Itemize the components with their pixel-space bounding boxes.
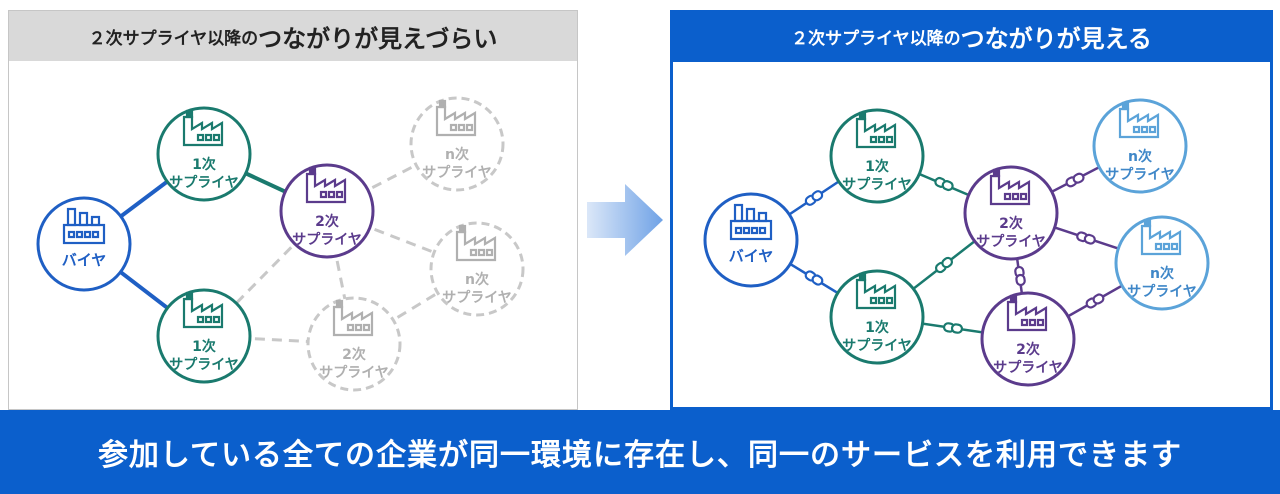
link-icon <box>942 321 964 335</box>
factory-icon <box>989 168 1031 206</box>
sna-role: サプライヤ <box>422 165 492 181</box>
factory-icon <box>62 207 106 245</box>
node-supplier-tier1-a: 1次 サプライヤ <box>156 106 252 202</box>
left-header-prefix: ２次サプライヤ以降の <box>88 28 259 49</box>
link-icon <box>933 175 955 193</box>
s2b-role: サプライヤ <box>319 365 389 381</box>
link-icon <box>1075 230 1097 246</box>
node-buyer: バイヤ <box>703 192 799 288</box>
link-s2a-s1b <box>202 209 329 338</box>
s1b-tier: 1次 <box>192 338 216 355</box>
node-supplier-tiern-b: n次 サプライヤ <box>429 221 525 317</box>
node-supplier-tier2-a: 2次 サプライヤ <box>279 163 375 259</box>
left-panel-header: ２次サプライヤ以降の つながりが見えづらい <box>9 11 577 61</box>
right-network-diagram: バイヤ 1次 サプライヤ 1次 サプライヤ <box>703 98 1210 387</box>
node-supplier-tier1-b: 1次 サプライヤ <box>829 269 925 365</box>
node-supplier-tiern-b: n次 サプライヤ <box>1114 215 1210 311</box>
s2b-tier: 2次 <box>342 346 366 363</box>
link-icon <box>803 268 825 288</box>
s1b-tier: 1次 <box>865 319 889 336</box>
footer-banner: 参加している全ての企業が同一環境に存在し、同一のサービスを利用できます <box>0 410 1280 494</box>
s2a-role: サプライヤ <box>292 232 362 248</box>
left-header-main: つながりが見えづらい <box>258 24 498 53</box>
right-header-prefix: ２次サプライヤ以降の <box>791 28 961 49</box>
s2b-role: サプライヤ <box>993 360 1063 376</box>
node-supplier-tiern-a: n次 サプライヤ <box>409 96 505 192</box>
snb-role: サプライヤ <box>442 290 512 306</box>
sna-tier: n次 <box>445 146 469 163</box>
arrow-right-icon <box>587 184 663 256</box>
node-buyer: バイヤ <box>36 196 132 292</box>
factory-icon <box>305 166 347 204</box>
snb-tier: n次 <box>465 271 489 288</box>
node-supplier-tier1-a: 1次 サプライヤ <box>829 108 925 204</box>
buyer-label: バイヤ <box>729 247 774 265</box>
right-panel-header: ２次サプライヤ以降の つながりが見える <box>670 10 1273 62</box>
link-icon <box>1013 265 1027 287</box>
factory-icon <box>729 203 773 241</box>
factory-icon <box>1118 101 1160 139</box>
link-icon <box>933 255 955 275</box>
right-panel: ２次サプライヤ以降の つながりが見える <box>670 10 1273 410</box>
s1a-tier: 1次 <box>192 156 216 173</box>
s1a-role: サプライヤ <box>169 175 239 191</box>
factory-icon <box>1140 218 1182 256</box>
factory-icon <box>435 99 477 137</box>
s2a-tier: 2次 <box>315 213 339 230</box>
node-supplier-tiern-a: n次 サプライヤ <box>1092 98 1188 194</box>
factory-icon <box>182 291 224 329</box>
factory-icon <box>855 272 897 310</box>
footer-text: 参加している全ての企業が同一環境に存在し、同一のサービスを利用できます <box>97 438 1183 473</box>
node-supplier-tier2-a: 2次 サプライヤ <box>963 165 1059 261</box>
node-supplier-tier1-b: 1次 サプライヤ <box>156 288 252 384</box>
s2a-role: サプライヤ <box>976 234 1046 250</box>
s1b-role: サプライヤ <box>169 357 239 373</box>
left-panel: ２次サプライヤ以降の つながりが見えづらい バイヤ <box>8 10 578 410</box>
s2b-tier: 2次 <box>1016 341 1040 358</box>
factory-icon <box>182 109 224 147</box>
sna-tier: n次 <box>1128 148 1152 165</box>
factory-icon <box>332 299 374 337</box>
snb-tier: n次 <box>1150 265 1174 282</box>
factory-icon <box>455 224 497 262</box>
s1a-role: サプライヤ <box>842 177 912 193</box>
snb-role: サプライヤ <box>1127 284 1197 300</box>
factory-icon <box>1006 294 1048 332</box>
left-network-diagram: バイヤ 1次 サプライヤ 1次 サプライヤ <box>36 96 525 392</box>
buyer-label: バイヤ <box>62 251 107 269</box>
sna-role: サプライヤ <box>1105 167 1175 183</box>
link-icon <box>803 188 825 208</box>
factory-icon <box>855 111 897 149</box>
s2a-tier: 2次 <box>999 215 1023 232</box>
node-supplier-tier2-b: 2次 サプライヤ <box>980 291 1076 387</box>
s1b-role: サプライヤ <box>842 338 912 354</box>
link-icon <box>1084 291 1106 311</box>
s1a-tier: 1次 <box>865 158 889 175</box>
link-icon <box>1064 171 1086 189</box>
right-header-main: つながりが見える <box>960 24 1152 53</box>
node-supplier-tier2-b: 2次 サプライヤ <box>306 296 402 392</box>
